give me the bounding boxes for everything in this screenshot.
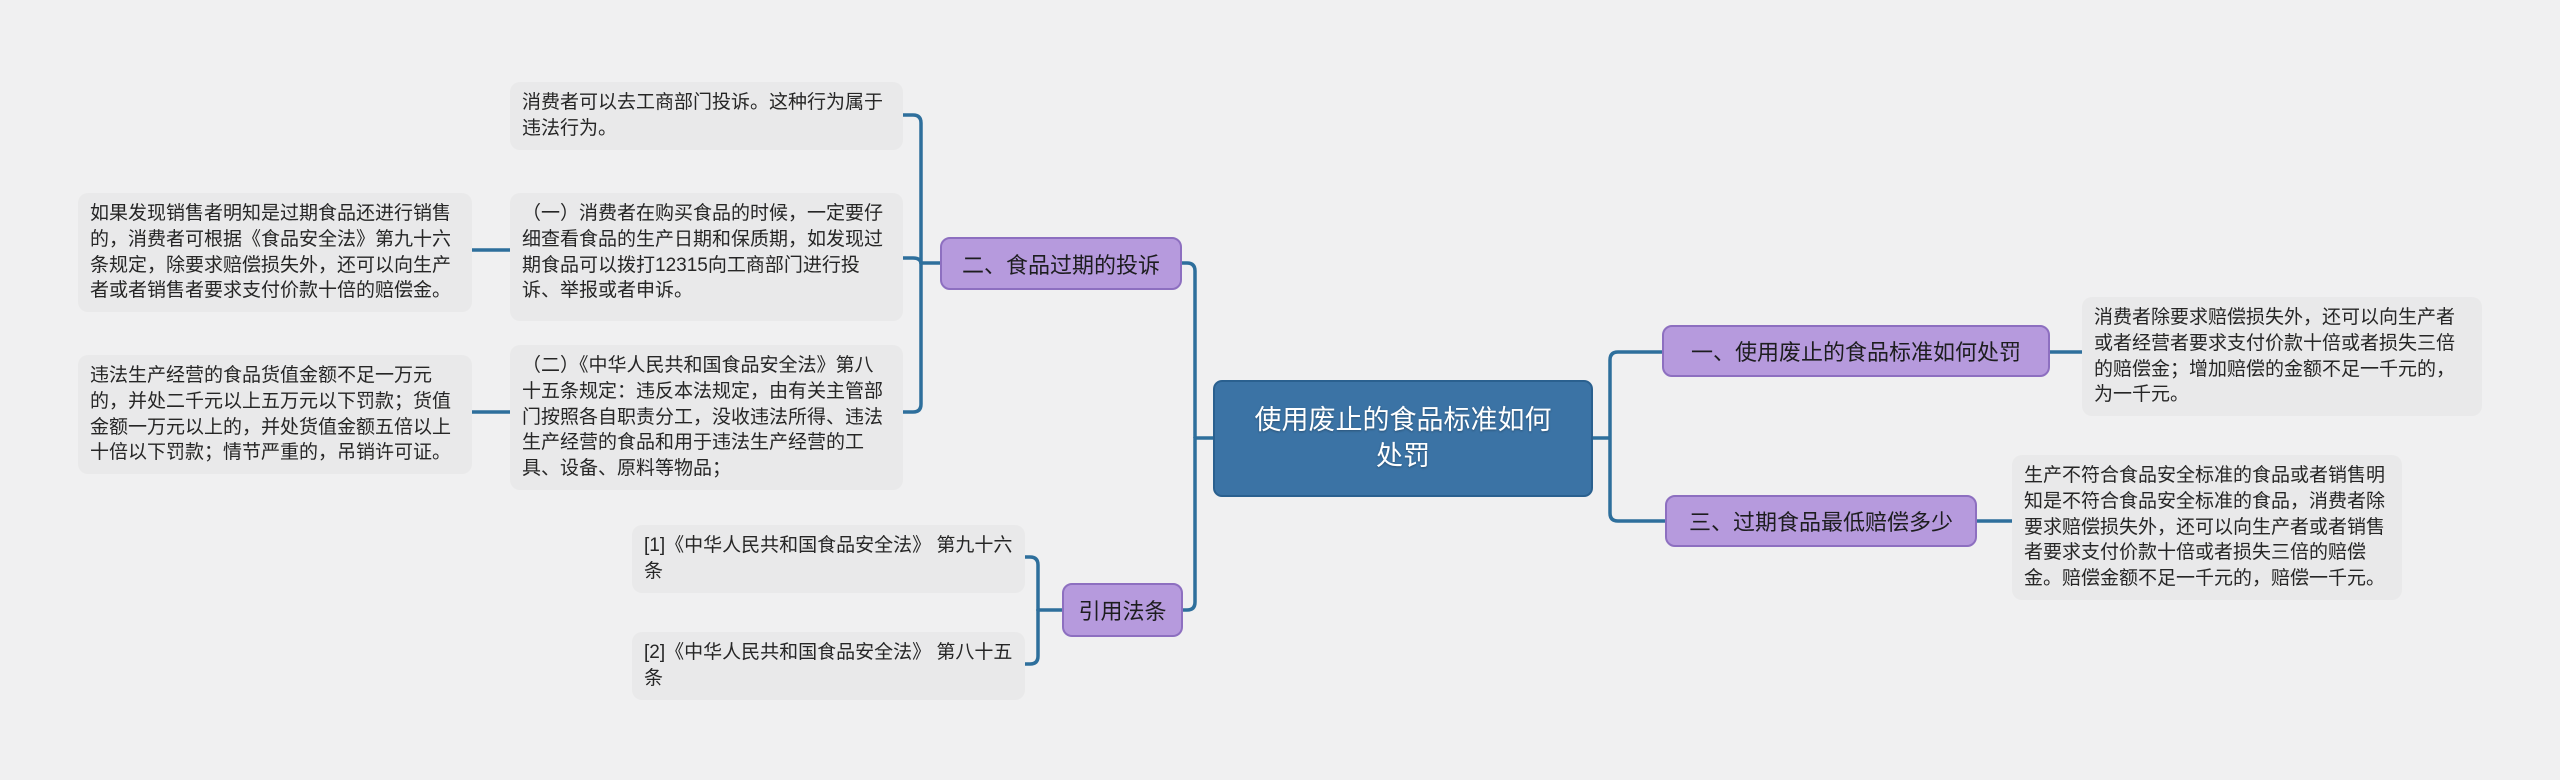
connector-citation1-node <box>1022 555 1040 611</box>
connector-topic2-root <box>1178 261 1197 438</box>
topic-node-citations[interactable]: 引用法条 <box>1062 583 1183 637</box>
topic-node-3-label: 三、过期食品最低赔偿多少 <box>1688 510 1953 535</box>
topic-node-2[interactable]: 二、食品过期的投诉 <box>940 237 1182 290</box>
note-tenfold-compensation[interactable]: 消费者除要求赔偿损失外，还可以向生产者或者经营者要求支付价款十倍或者损失三倍的赔… <box>2082 297 2482 417</box>
topic-node-1[interactable]: 一、使用废止的食品标准如何处罚 <box>1662 325 2050 377</box>
citation-2[interactable]: [2]《中华人民共和国食品安全法》 第八十五条 <box>632 632 1025 700</box>
note-complaint-channel[interactable]: 消费者可以去工商部门投诉。这种行为属于违法行为。 <box>510 82 903 150</box>
citation-1[interactable]: [1]《中华人民共和国食品安全法》 第九十六条 <box>632 525 1025 593</box>
connector-citation2-node <box>1022 609 1040 666</box>
note-law-article-85[interactable]: （二）《中华人民共和国食品安全法》第八十五条规定：违反本法规定，由有关主管部门按… <box>510 345 903 491</box>
connector-note-check-topic2 <box>900 256 923 265</box>
note-seller-liability[interactable]: 如果发现销售者明知是过期食品还进行销售的，消费者可根据《食品安全法》第九十六条规… <box>78 193 472 313</box>
topic-node-citations-label: 引用法条 <box>1078 599 1167 624</box>
topic-node-1-label: 一、使用废止的食品标准如何处罚 <box>1690 340 2021 365</box>
connector-root-citations <box>1180 437 1197 612</box>
connector-note-law85-topic2 <box>900 262 923 414</box>
topic-node-3[interactable]: 三、过期食品最低赔偿多少 <box>1665 495 1977 547</box>
root-node-label: 使用废止的食品标准如何处罚 <box>1254 404 1552 471</box>
topic-node-2-label: 二、食品过期的投诉 <box>961 252 1160 278</box>
connector-root-topic3 <box>1608 438 1669 523</box>
connector-note-complaint-topic2 <box>900 113 923 263</box>
note-illegal-goods-fine[interactable]: 违法生产经营的食品货值金额不足一万元的，并处二千元以上五万元以下罚款；货值金额一… <box>78 355 472 475</box>
note-check-dates[interactable]: （一）消费者在购买食品的时候，一定要仔细查看食品的生产日期和保质期，如发现过期食… <box>510 193 903 321</box>
root-node[interactable]: 使用废止的食品标准如何处罚 <box>1213 380 1593 497</box>
connector-root-topic1 <box>1608 350 1666 438</box>
note-min-compensation[interactable]: 生产不符合食品安全标准的食品或者销售明知是不符合食品安全标准的食品，消费者除要求… <box>2012 455 2402 601</box>
